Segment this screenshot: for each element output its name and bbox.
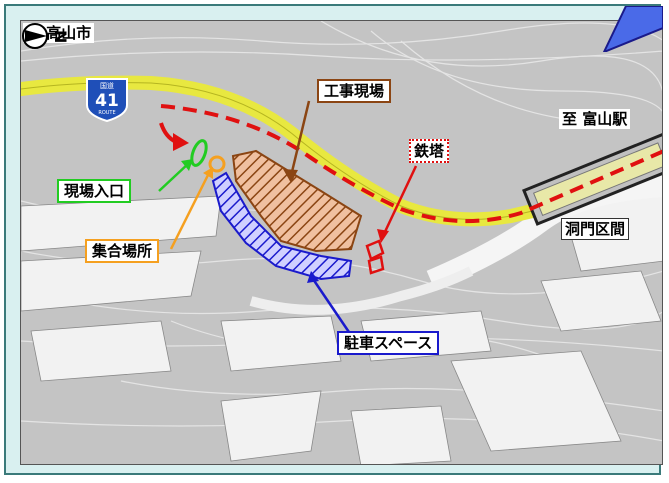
map-drawing: 国道 41 ROUTE	[21, 21, 662, 464]
site-map: 国道 41 ROUTE 至 高山市 至 富山駅 工事現場 鉄塔 現場入口 集合場…	[20, 20, 663, 465]
callout-arrow-icon	[602, 6, 663, 52]
steel-tower-leader	[381, 165, 418, 237]
meeting-point-leader	[169, 172, 211, 250]
steel-tower-marker	[365, 239, 385, 275]
parking-space-label: 駐車スペース	[337, 331, 440, 355]
direction-toyama-station-label: 至 富山駅	[559, 109, 631, 129]
parking-area	[211, 171, 353, 281]
entrance-leader	[158, 162, 190, 192]
site-entrance-marker	[190, 139, 208, 167]
tunnel-section-label: 洞門区間	[561, 218, 630, 240]
compass-north-letter: N	[51, 30, 70, 43]
route-41-shield: 国道 41 ROUTE	[86, 78, 128, 123]
north-compass: N	[22, 23, 70, 49]
site-entrance-label: 現場入口	[57, 179, 132, 203]
route-shield-number: 41	[95, 91, 119, 111]
map-frame: 国道 41 ROUTE 至 高山市 至 富山駅 工事現場 鉄塔 現場入口 集合場…	[4, 4, 663, 475]
steel-tower-label: 鉄塔	[409, 139, 450, 163]
meeting-point-marker	[208, 155, 226, 173]
route-shield-footer: ROUTE	[98, 110, 115, 116]
construction-site-leader	[289, 100, 311, 177]
construction-site-label: 工事現場	[317, 79, 392, 103]
parking-leader	[311, 278, 357, 342]
route-shield-header: 国道	[100, 81, 114, 90]
meeting-point-label: 集合場所	[85, 239, 160, 263]
planned-route	[160, 104, 662, 224]
